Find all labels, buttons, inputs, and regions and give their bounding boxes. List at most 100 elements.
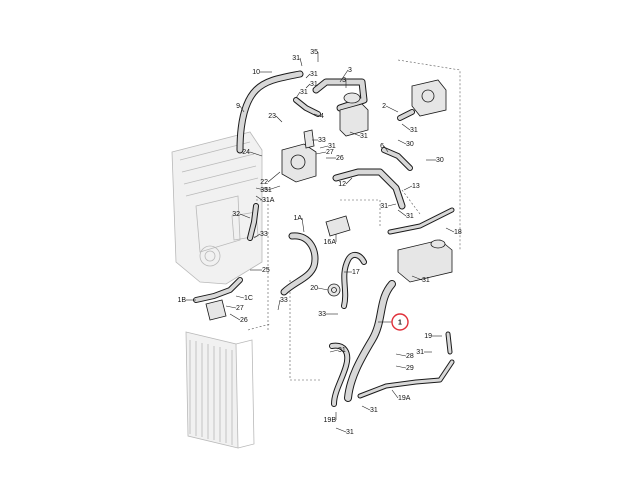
callout-leader-line [239, 213, 251, 219]
callout-number: 30 [406, 141, 414, 148]
callout-17: 17 [344, 269, 360, 276]
callout-leader-line [301, 217, 305, 233]
flange-20 [327, 283, 341, 297]
callout-leader-line [361, 405, 371, 411]
callout-leader-line [277, 299, 281, 311]
hose-19 [445, 331, 453, 355]
callout-12: 12 [338, 177, 353, 188]
callout-number: 27 [236, 305, 244, 312]
thermostat-housing [281, 129, 317, 183]
callout-3: 3 [339, 67, 352, 83]
callout-leader-line [253, 233, 261, 239]
callout-number: 33 [260, 231, 268, 238]
callout-number: 29 [406, 365, 414, 372]
hose-32 [247, 203, 259, 241]
callout-2: 2 [382, 103, 399, 113]
callout-number: 28 [406, 353, 414, 360]
callout-26: 26 [326, 155, 344, 162]
callout-number: 22 [260, 179, 268, 186]
callout-number: 19A [398, 395, 411, 402]
callout-number: 1B [177, 297, 186, 304]
callout-number: 3 [348, 67, 352, 74]
callout-leader-line [395, 353, 407, 357]
callout-leader-line [411, 275, 423, 281]
callout-4: 4 [313, 113, 324, 120]
callout-19b: 19B [324, 412, 336, 424]
callout-number: 20 [310, 285, 318, 292]
callout-number: 31 [416, 349, 424, 356]
callout-number: 31 [338, 347, 346, 354]
callout-leader-line [385, 105, 399, 113]
callout-number: 31 [422, 277, 430, 284]
callout-leader-line [267, 171, 281, 183]
callout-leader-line [267, 185, 281, 191]
callout-number: 33 [318, 137, 326, 144]
callout-number: 30 [436, 157, 444, 164]
hose-4 [293, 97, 321, 117]
callout-number: 16A [324, 239, 337, 246]
callout-number: 2 [382, 103, 386, 110]
assembly-guides [247, 59, 461, 381]
hose-17 [341, 252, 367, 309]
callout-number: 1C [244, 295, 253, 302]
callout-number: 31 [264, 187, 272, 194]
callout-number: 31 [310, 71, 318, 78]
callout-leader-line [315, 151, 327, 155]
callout-25: 25 [250, 267, 270, 274]
callout-number: 31 [292, 55, 300, 62]
callout-31: 31 [401, 123, 418, 134]
callout-19a: 19A [391, 389, 411, 402]
callout-leader-line [317, 287, 329, 291]
callout-leader-line [395, 365, 407, 369]
callout-18: 18 [445, 227, 462, 236]
callout-6: 6 [380, 143, 389, 153]
callout-number: 18 [454, 229, 462, 236]
callout-33: 33 [253, 231, 268, 239]
callout-number: 35 [310, 49, 318, 56]
hose-1-main [344, 280, 396, 402]
hose-19A [357, 359, 455, 399]
callout-leader-line [387, 203, 397, 207]
callout-27: 27 [225, 305, 244, 312]
hose-6 [381, 147, 413, 171]
callout-29: 29 [395, 365, 414, 372]
callout-31: 31 [255, 187, 272, 194]
callout-31: 31 [380, 203, 397, 210]
callout-leader-line [313, 113, 321, 117]
callout-35: 35 [310, 49, 319, 62]
callout-number: 31 [328, 143, 336, 150]
callout-number: 13 [412, 183, 420, 190]
callout-leader-line [299, 57, 303, 67]
callout-number: 25 [262, 267, 270, 274]
callout-16a: 16A [324, 234, 337, 246]
callout-leader-line [335, 427, 347, 433]
callout-1b: 1B [177, 297, 196, 304]
hose-1A [280, 232, 319, 296]
callout-number: 3 [342, 77, 346, 84]
callout-33: 33 [277, 297, 288, 311]
callout-31: 31 [397, 209, 414, 220]
callout-leader-line [305, 73, 311, 79]
callout-31: 31 [349, 131, 368, 140]
coolant-expansion-tank [339, 92, 369, 137]
callout-31: 31 [411, 275, 430, 284]
callout-33: 33 [318, 311, 338, 318]
callout-31: 31 [305, 71, 318, 79]
callout-31: 31 [416, 349, 432, 356]
callout-35: 35 [260, 185, 281, 194]
callout-leader-line [275, 115, 283, 123]
callout-32: 32 [232, 211, 251, 219]
callout-leader-line [383, 145, 389, 153]
callout-19: 19 [424, 333, 442, 340]
callout-26: 26 [229, 313, 248, 324]
callout-leader-line [397, 139, 407, 145]
pump-component-2 [397, 79, 447, 121]
callout-24: 24 [242, 149, 263, 157]
callout-number: 33 [318, 311, 326, 318]
callout-9: 9 [236, 103, 245, 113]
engine-block-outline [171, 131, 263, 285]
callout-31: 31 [329, 347, 346, 354]
callout-number: 23 [268, 113, 276, 120]
